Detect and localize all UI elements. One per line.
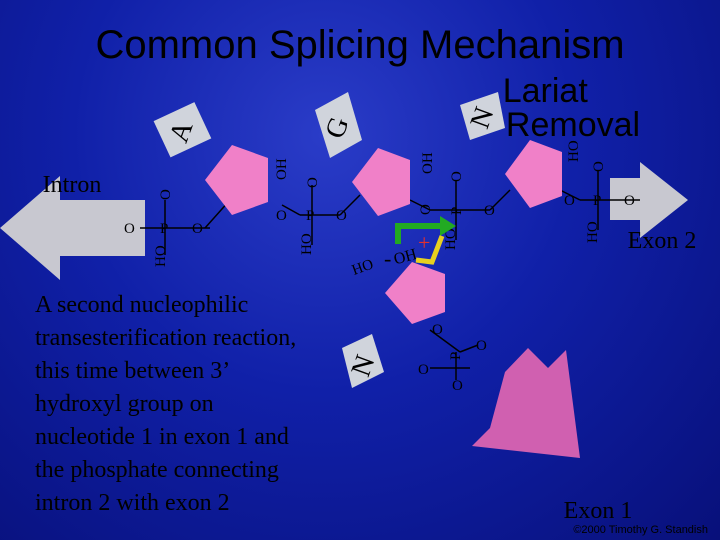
g-ho: HO <box>299 233 315 255</box>
g-o-left: O <box>276 208 287 224</box>
e2-ho: HO <box>585 221 601 243</box>
base-g-block <box>315 92 362 158</box>
sugar-3 <box>505 140 562 208</box>
description-line-2: transesterification reaction, <box>35 325 296 351</box>
e2-o-top: O <box>591 161 607 172</box>
exon1-label: Exon 1 <box>564 498 633 524</box>
exon1-arrow <box>472 348 580 458</box>
description: A second nucleophilic transesterificatio… <box>35 292 302 516</box>
exon2-arrow <box>610 162 688 238</box>
sugar-rings <box>205 140 562 324</box>
exon1-o-right: O <box>476 338 487 354</box>
n-o-top: O <box>449 171 465 182</box>
n-o-left: O <box>418 204 434 215</box>
exon1-ho: HO <box>350 256 376 279</box>
lariat-removal-label: Lariat Removal <box>503 72 640 144</box>
intron-p: P <box>160 221 168 237</box>
chemical-labels: P O O O HO OH O P O O HO OH O P O O HO H… <box>124 140 635 394</box>
exon2-label: Exon 2 <box>628 228 697 254</box>
description-line-5: nucleotide 1 in exon 1 and <box>35 424 289 450</box>
g-o-right: O <box>336 208 347 224</box>
bases: A G N N <box>153 92 505 388</box>
description-line-4: hydroxyl group on <box>35 391 214 417</box>
nucleophile: - OH + <box>384 230 430 271</box>
exon1-o-bottom: O <box>452 378 463 394</box>
sugar1-oh: OH <box>274 158 290 180</box>
attack-arrowhead <box>440 216 456 236</box>
attack-arrow <box>395 223 442 244</box>
copyright: ©2000 Timothy G. Standish <box>573 524 708 536</box>
intron-o-top: O <box>158 189 174 200</box>
g-o-top: O <box>305 177 321 188</box>
intron-o-right: O <box>192 221 203 237</box>
nucleophile-plus: + <box>418 230 430 255</box>
intron-label: Intron <box>43 172 102 198</box>
sugar-4 <box>385 262 445 324</box>
nucleophile-minus: - <box>384 246 391 271</box>
exon1-p: P <box>448 352 464 360</box>
nucleophile-oh: OH <box>392 246 419 269</box>
exon1-o: O <box>432 322 443 338</box>
e2-p: P <box>593 193 601 209</box>
n-o-right: O <box>484 203 495 219</box>
intron-ho: HO <box>153 245 169 267</box>
sugar-1 <box>205 145 268 215</box>
exon1-o-eq: O <box>418 362 429 378</box>
slide-title: Common Splicing Mechanism <box>95 23 624 67</box>
description-line-6: the phosphate connecting <box>35 457 279 483</box>
g-p: P <box>306 208 314 224</box>
description-line-7: intron 2 with exon 2 <box>35 490 230 516</box>
intron-arrow <box>0 176 145 280</box>
lariat-label-line-1: Lariat <box>503 72 589 110</box>
base-a-block <box>153 102 212 158</box>
sugar3-ho: HO <box>566 140 582 162</box>
n-p: P <box>449 207 465 215</box>
n-ho: HO <box>443 228 459 250</box>
e2-o-left: O <box>564 193 575 209</box>
base-n2-block <box>342 334 384 388</box>
description-line-1: A second nucleophilic <box>35 292 248 318</box>
yellow-bracket <box>415 235 445 265</box>
intron-o-left: O <box>124 221 135 237</box>
e2-o-right: O <box>624 193 635 209</box>
lariat-label-line-2: Removal <box>506 106 640 144</box>
sugar2-oh: OH <box>420 152 436 174</box>
description-line-3: this time between 3’ <box>35 358 229 384</box>
sugar-2 <box>352 148 410 216</box>
base-n-block <box>460 92 505 140</box>
